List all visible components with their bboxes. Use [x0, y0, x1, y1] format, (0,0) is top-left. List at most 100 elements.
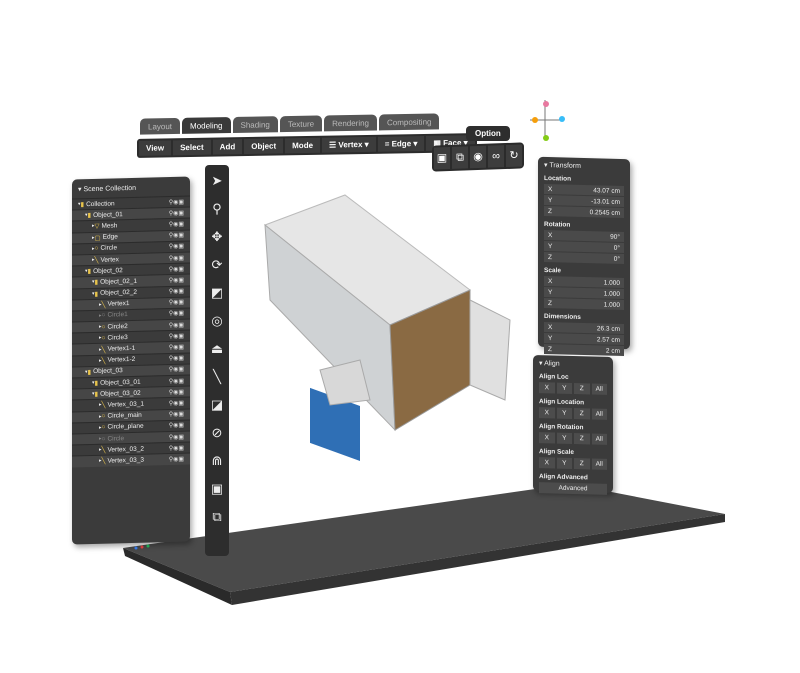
transform-icon[interactable]: ◎	[211, 313, 223, 328]
menu-item[interactable]: ☰ Vertex ▾	[322, 136, 376, 153]
align-y-button[interactable]: Y	[556, 407, 572, 419]
duplicate-icon[interactable]: ⧉	[452, 146, 468, 169]
ban-icon[interactable]: ⊘	[211, 425, 223, 440]
tree-row-label: Circle2	[107, 322, 128, 331]
visibility-icons[interactable]: ⚲◉▣	[168, 378, 184, 385]
menu-item[interactable]: Object	[244, 138, 284, 155]
visibility-icons[interactable]: ⚲◉▣	[168, 333, 184, 340]
visibility-icons[interactable]: ⚲◉▣	[168, 367, 184, 374]
align-z-button[interactable]: Z	[574, 458, 590, 470]
menu-item[interactable]: Select	[173, 139, 211, 156]
align-all-button[interactable]: All	[591, 433, 607, 445]
visibility-icons[interactable]: ⚲◉▣	[168, 422, 184, 430]
extrude-icon[interactable]: ⏏	[210, 341, 224, 356]
menu-item[interactable]: = Edge ▾	[377, 135, 425, 152]
tab-shading[interactable]: Shading	[232, 116, 278, 133]
visibility-icons[interactable]: ⚲◉▣	[168, 221, 184, 228]
visibility-icons[interactable]: ⚲◉▣	[168, 232, 184, 240]
tab-rendering[interactable]: Rendering	[324, 114, 378, 132]
align-x-button[interactable]: X	[539, 382, 555, 394]
visibility-icons[interactable]: ⚲◉▣	[168, 344, 184, 352]
folder-icon: ▮	[87, 212, 92, 220]
field-value: 0.2545 cm	[589, 208, 620, 217]
search-icon[interactable]: ⚲	[212, 201, 222, 216]
folder-icon: ▮	[94, 290, 99, 298]
tree-row-label: Object_03_02	[100, 389, 141, 398]
align-z-button[interactable]: Z	[574, 383, 590, 395]
align-title[interactable]: ▾ Align	[539, 360, 560, 368]
visibility-icons[interactable]: ⚲◉▣	[168, 400, 184, 407]
visibility-icons[interactable]: ⚲◉▣	[168, 266, 184, 273]
field-value: 43.07 cm	[593, 186, 620, 195]
menu-item[interactable]: Add	[212, 139, 243, 155]
align-x-button[interactable]: X	[539, 407, 555, 419]
transform-title[interactable]: ▾ Transform	[544, 161, 581, 170]
rotate-icon[interactable]: ⟳	[211, 257, 223, 272]
align-y-button[interactable]: Y	[556, 432, 572, 444]
visibility-icons[interactable]: ⚲◉▣	[168, 277, 184, 284]
duplicate-icon[interactable]: ⧉	[212, 509, 222, 524]
tree-row-label: Mesh	[101, 222, 118, 230]
align-y-button[interactable]: Y	[556, 382, 572, 394]
visibility-icons[interactable]: ⚲◉▣	[168, 299, 184, 307]
cursor-icon[interactable]: ➤	[211, 173, 223, 188]
visibility-icons[interactable]: ⚲◉▣	[168, 210, 184, 217]
visibility-icons[interactable]: ⚲◉▣	[168, 288, 184, 296]
option-bar: ▣⧉◉∞↻	[432, 142, 524, 172]
align-z-button[interactable]: Z	[574, 433, 590, 445]
visibility-icons[interactable]: ⚲◉▣	[168, 434, 184, 441]
align-all-button[interactable]: All	[591, 408, 607, 420]
scale-icon[interactable]: ◩	[210, 285, 224, 300]
tree-row[interactable]: ▸ ╲Vertex_03_3⚲◉▣	[72, 452, 190, 468]
visibility-icons[interactable]: ⚲◉▣	[168, 355, 184, 363]
align-z-button[interactable]: Z	[574, 408, 590, 420]
scene-collection-panel: ▾ Scene Collection ▾ ▮Collection⚲◉▣▾ ▮Ob…	[72, 176, 190, 545]
align-y-button[interactable]: Y	[556, 457, 572, 469]
vertex-icon: ╲	[101, 446, 106, 454]
location-y-field[interactable]: Y-13.01 cm	[544, 194, 624, 208]
advanced-button[interactable]: Advanced	[539, 482, 607, 495]
visibility-icons[interactable]: ⚲◉▣	[168, 456, 184, 463]
visibility-icons[interactable]: ⚲◉▣	[168, 243, 184, 251]
target-icon[interactable]: ◉	[470, 145, 486, 169]
frame-icon[interactable]: ▣	[434, 146, 450, 170]
visibility-icons[interactable]: ⚲◉▣	[168, 322, 184, 329]
tab-modeling[interactable]: Modeling	[182, 117, 231, 134]
cut-icon[interactable]: ◪	[210, 397, 224, 412]
line-icon[interactable]: ╲	[213, 369, 221, 384]
align-all-button[interactable]: All	[591, 458, 607, 470]
move-icon[interactable]: ✥	[211, 229, 223, 244]
tab-texture[interactable]: Texture	[279, 115, 323, 133]
visibility-icons[interactable]: ⚲◉▣	[168, 411, 184, 419]
visibility-icons[interactable]: ⚲◉▣	[168, 445, 184, 452]
visibility-icons[interactable]: ⚲◉▣	[168, 389, 184, 396]
tree-row-label: Circle	[107, 434, 125, 443]
menu-item[interactable]: Mode	[285, 137, 321, 154]
menu-item[interactable]: View	[139, 140, 172, 156]
align-x-button[interactable]: X	[539, 457, 555, 469]
visibility-icons[interactable]: ⚲◉▣	[168, 199, 184, 206]
align-all-button[interactable]: All	[591, 383, 607, 395]
tree-row-label: Object_03_01	[100, 378, 141, 387]
tab-layout[interactable]: Layout	[140, 117, 181, 135]
tab-compositing[interactable]: Compositing	[379, 113, 440, 131]
visibility-icons[interactable]: ⚲◉▣	[168, 311, 184, 318]
magnet-icon[interactable]: ⋒	[211, 453, 223, 468]
link-icon[interactable]: ∞	[488, 145, 504, 168]
visibility-icons[interactable]: ⚲◉▣	[168, 255, 184, 262]
axis-label: X	[548, 323, 553, 331]
frame-icon[interactable]: ▣	[210, 481, 224, 496]
refresh-icon[interactable]: ↻	[506, 144, 522, 168]
align-x-button[interactable]: X	[539, 432, 555, 444]
